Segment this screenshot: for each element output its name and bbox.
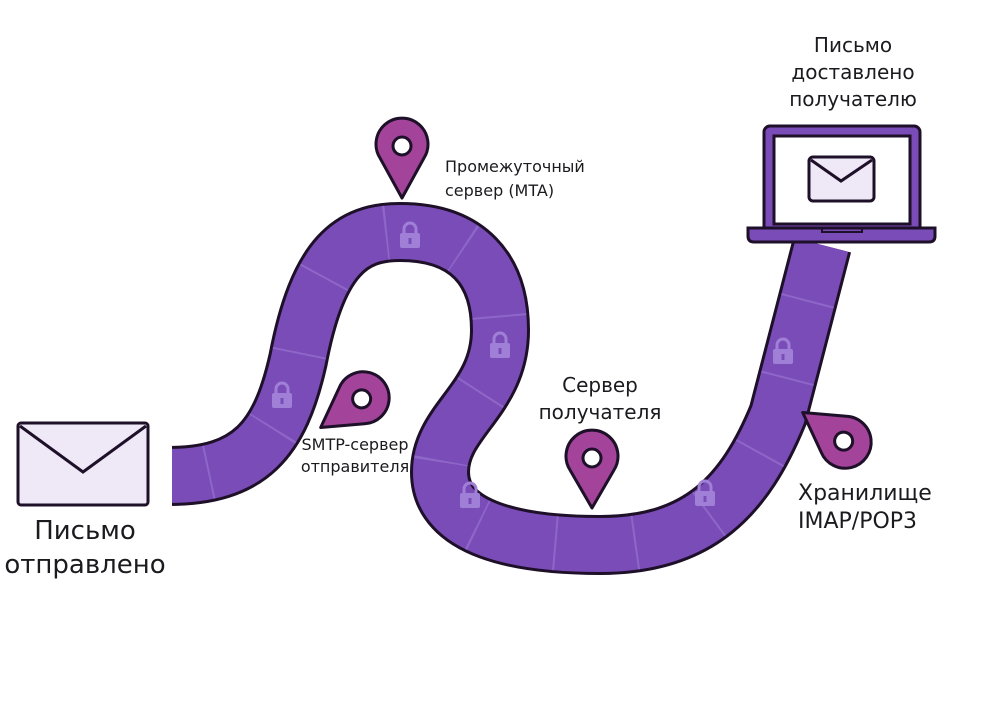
label-mta: Промежуточный сервер (MTA) <box>445 155 585 203</box>
label-sent: Письмо отправлено <box>0 514 170 582</box>
pin-mta-icon <box>374 116 430 200</box>
road <box>166 201 852 576</box>
lock-icon <box>272 381 292 408</box>
label-line: Хранилище <box>798 481 932 506</box>
label-line: IMAP/POP3 <box>798 509 918 534</box>
lock-icon <box>490 331 510 358</box>
label-line: SMTP-сервер <box>301 435 409 454</box>
label-line: доставлено <box>791 60 915 84</box>
lock-icon <box>695 479 715 506</box>
label-line: сервер (MTA) <box>445 181 555 200</box>
lock-icon <box>400 221 420 248</box>
label-line: отправителя <box>300 457 410 476</box>
label-line: Промежуточный <box>445 157 585 176</box>
label-line: получателя <box>538 400 662 424</box>
envelope-delivered-icon <box>807 155 876 203</box>
label-line: получателю <box>789 87 917 111</box>
pin-storage-icon <box>801 410 873 470</box>
envelope-sent-icon <box>16 421 150 507</box>
pin-receiver-icon <box>564 428 620 510</box>
label-line: Письмо <box>813 33 893 57</box>
label-storage: Хранилище IMAP/POP3 <box>798 480 932 536</box>
label-smtp: SMTP-сервер отправителя <box>280 434 430 478</box>
lock-icon <box>773 337 793 364</box>
label-line: Письмо <box>34 516 136 546</box>
label-line: отправлено <box>4 550 166 580</box>
label-receiver: Сервер получателя <box>520 372 680 426</box>
label-delivered: Письмо доставлено получателю <box>763 32 943 113</box>
lock-icon <box>460 481 480 508</box>
pin-smtp-icon <box>319 370 391 430</box>
laptop-icon <box>746 124 937 244</box>
lock-icons <box>272 221 793 508</box>
label-line: Сервер <box>562 373 638 397</box>
